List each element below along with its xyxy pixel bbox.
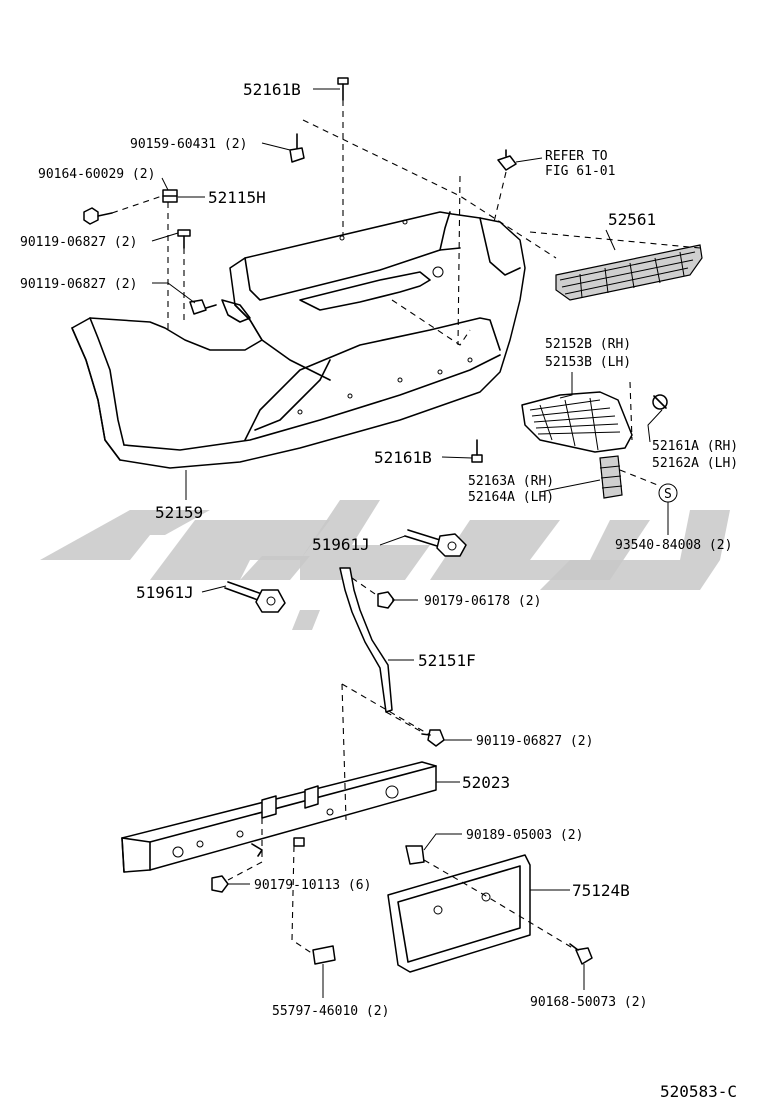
- reflector-housing-52152B: [521, 391, 633, 453]
- label-52161B-top: 52161B: [243, 80, 301, 99]
- reinforcement-52023: [121, 761, 437, 873]
- clip-refer: [497, 149, 517, 171]
- label-90189: 90189-05003 (2): [466, 828, 583, 843]
- bumper-cover-52159: [71, 211, 526, 469]
- bracket-52151F: [339, 567, 393, 713]
- callout-labels: 52161B 90159-60431 (2) 90164-60029 (2) 5…: [20, 80, 738, 1101]
- screw-90119-lower: [189, 299, 251, 323]
- bolt-90164: [83, 207, 113, 225]
- label-refer-line2: FIG 61-01: [545, 164, 615, 179]
- tow-hook-51961J-upper: [404, 529, 467, 557]
- screw-90119-upper: [177, 229, 191, 249]
- label-51961J-upper: 51961J: [312, 535, 370, 554]
- bolt-90119-lower: [421, 729, 445, 747]
- label-52161A: 52161A (RH): [652, 439, 738, 454]
- label-90168: 90168-50073 (2): [530, 995, 647, 1010]
- label-52162A: 52162A (LH): [652, 456, 738, 471]
- label-75124B: 75124B: [572, 881, 630, 900]
- label-52561: 52561: [608, 210, 656, 229]
- label-52152B: 52152B (RH): [545, 337, 631, 352]
- label-93540: 93540-84008 (2): [615, 538, 732, 553]
- label-52151F: 52151F: [418, 651, 476, 670]
- label-52023: 52023: [462, 773, 510, 792]
- label-52115H: 52115H: [208, 188, 266, 207]
- label-52163A: 52163A (RH): [468, 474, 554, 489]
- tow-hook-51961J-lower: [224, 581, 286, 613]
- figure-code: 520583-C: [660, 1082, 737, 1101]
- clip-52161B-mid: [471, 439, 483, 463]
- stud-reinforcement: [293, 837, 305, 847]
- label-90179-10113: 90179-10113 (6): [254, 878, 371, 893]
- label-52164A: 52164A (LH): [468, 490, 554, 505]
- clip-52161A: [652, 394, 668, 410]
- label-refer-line1: REFER TO: [545, 149, 608, 164]
- clip-52161B-top: [337, 77, 349, 101]
- pad-55797: [312, 945, 336, 965]
- label-s-mark: S: [664, 487, 672, 502]
- license-bracket-75124B: [387, 854, 531, 973]
- bracket-52163A: [599, 455, 623, 499]
- label-90159: 90159-60431 (2): [130, 137, 247, 152]
- label-52159: 52159: [155, 503, 203, 522]
- leader-lines: [151, 88, 669, 998]
- label-90119-c: 90119-06827 (2): [476, 734, 593, 749]
- label-90179-06178: 90179-06178 (2): [424, 594, 541, 609]
- nut-90179-06178: [377, 591, 395, 609]
- clip-90189: [405, 845, 425, 865]
- label-55797: 55797-46010 (2): [272, 1004, 389, 1019]
- grille-52561: [555, 244, 703, 301]
- label-90119-a: 90119-06827 (2): [20, 235, 137, 250]
- retainer-52115H: [162, 189, 178, 203]
- label-90164: 90164-60029 (2): [38, 167, 155, 182]
- screw-90168: [569, 943, 593, 965]
- label-52153B: 52153B (LH): [545, 355, 631, 370]
- guide-lines: [111, 100, 701, 955]
- screw-90159: [289, 133, 305, 163]
- watermark-logo: [40, 500, 730, 630]
- label-90119-b: 90119-06827 (2): [20, 277, 137, 292]
- label-51961J-lower: 51961J: [136, 583, 194, 602]
- nut-90179-10113: [211, 875, 229, 893]
- label-52161B-mid: 52161B: [374, 448, 432, 467]
